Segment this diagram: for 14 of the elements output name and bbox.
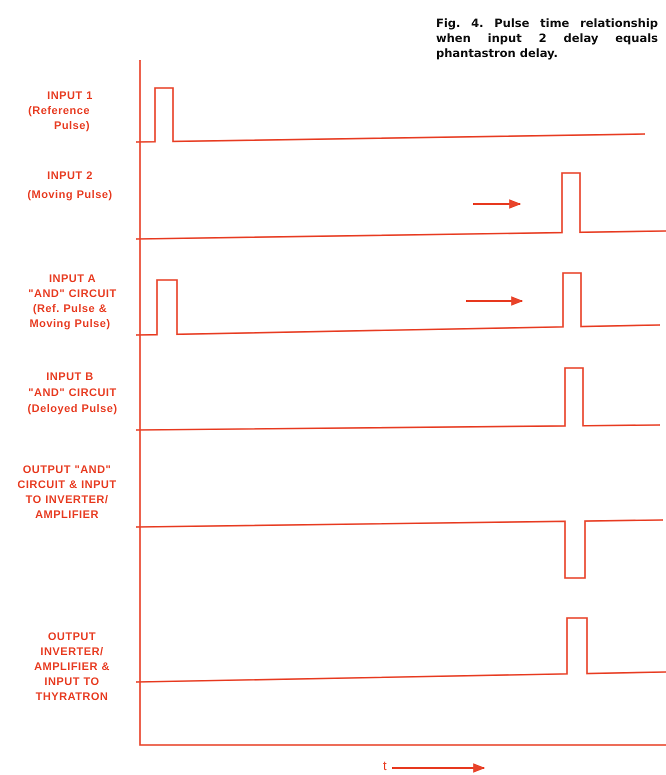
signal-label: INPUT 2 bbox=[46, 169, 94, 184]
signal-label: "AND" CIRCUIT bbox=[27, 287, 118, 302]
signal-label: (Reference Pulse) bbox=[27, 104, 90, 134]
signal-label: (Ref. Pulse & Moving Pulse) bbox=[28, 302, 112, 332]
signal-label: OUTPUT "AND" CIRCUIT & INPUT TO INVERTER/ AMPLIFIER bbox=[16, 463, 118, 523]
signal-label: OUTPUT INVERTER/ AMPLIFIER & INPUT TO THYRATRON bbox=[33, 630, 111, 705]
signal-label: INPUT 1 bbox=[46, 89, 94, 104]
signal-label: (Moving Pulse) bbox=[26, 188, 114, 203]
signal-label: (Deloyed Pulse) bbox=[26, 402, 119, 417]
signal-label: INPUT B bbox=[45, 370, 95, 385]
signal-label: "AND" CIRCUIT bbox=[27, 386, 118, 401]
axis-label: t bbox=[382, 758, 388, 773]
signal-label: INPUT A bbox=[48, 272, 98, 287]
figure-caption: Fig. 4. Pulse time relationship when input 2 delay equals phantastron delay. bbox=[436, 16, 658, 61]
